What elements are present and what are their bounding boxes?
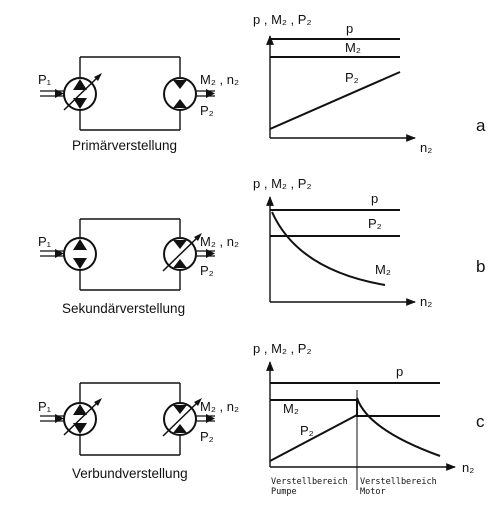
panel-c-y-axis-label: p , M₂ , P₂ xyxy=(253,341,312,356)
panel-b-label-p: p xyxy=(371,191,378,206)
panel-a-pump-symbol xyxy=(40,73,102,111)
panel-c-graph: p , M₂ , P₂ n₂ p M₂ P₂ Verstellbereich P… xyxy=(253,341,474,497)
panel-a-label-p: p xyxy=(346,21,353,36)
panel-a-output-label: M₂ , n₂ xyxy=(200,72,239,87)
panel-b-motor-symbol xyxy=(162,233,215,272)
panel-b-input-label: P₁ xyxy=(38,234,52,249)
panel-b: P₁ M₂ , n₂ P₂ Sekundärverstellung p , M₂… xyxy=(38,176,485,316)
panel-b-caption: Sekundärverstellung xyxy=(62,301,185,316)
panel-b-y-axis-label: p , M₂ , P₂ xyxy=(253,176,312,191)
panel-b-graph: p , M₂ , P₂ n₂ p P₂ M₂ xyxy=(253,176,432,309)
panel-a-curve-p2 xyxy=(269,71,401,130)
panel-c-input-label: P₁ xyxy=(38,399,52,414)
panel-a-y-axis-label: p , M₂ , P₂ xyxy=(253,12,312,27)
panel-c-region-motor-line1: Verstellbereich xyxy=(360,477,437,487)
panel-c: P₁ M₂ , n₂ P₂ Verbundverstellung p , M₂ … xyxy=(38,341,485,497)
panel-b-letter: b xyxy=(476,257,485,276)
panel-a-letter: a xyxy=(476,116,486,135)
panel-a: P₁ M₂ , n₂ P₂ Primärverstellung p , M₂ ,… xyxy=(38,12,486,155)
panel-c-region-pump-line1: Verstellbereich xyxy=(271,477,348,487)
panel-c-curve-p2-rise xyxy=(269,414,358,462)
panel-b-x-axis-label: n₂ xyxy=(420,294,432,309)
panel-c-pump-symbol xyxy=(40,398,102,436)
panel-a-graph: p , M₂ , P₂ n₂ p M₂ P₂ xyxy=(253,12,432,155)
panel-c-x-axis-label: n₂ xyxy=(462,460,474,475)
panel-b-output-label: M₂ , n₂ xyxy=(200,234,239,249)
panel-a-label-p2: P₂ xyxy=(345,70,359,85)
panel-c-output-power-label: P₂ xyxy=(200,429,214,444)
panel-b-label-m2: M₂ xyxy=(375,262,391,277)
panel-c-region-motor-line2: Motor xyxy=(360,487,386,497)
panel-b-output-power-label: P₂ xyxy=(200,263,214,278)
panel-a-label-m2: M₂ xyxy=(345,40,361,55)
panel-c-motor-symbol xyxy=(162,398,215,437)
panel-c-curve-m2 xyxy=(270,399,440,417)
panel-c-label-m2: M₂ xyxy=(283,401,299,416)
panel-c-letter: c xyxy=(476,412,485,431)
panel-c-region-pump-line2: Pumpe xyxy=(271,487,297,497)
panel-b-curve-m2 xyxy=(271,211,386,286)
panel-c-caption: Verbundverstellung xyxy=(72,466,188,481)
panel-a-input-label: P₁ xyxy=(38,72,52,87)
panel-c-curve-m2-decay xyxy=(356,397,441,457)
panel-c-label-p: p xyxy=(396,364,403,379)
panel-b-circuit: P₁ M₂ , n₂ P₂ Sekundärverstellung xyxy=(38,218,239,316)
panel-b-pump-symbol xyxy=(40,237,97,271)
panel-b-label-p2: P₂ xyxy=(368,216,382,231)
panel-a-motor-symbol xyxy=(163,77,215,111)
panel-c-output-label: M₂ , n₂ xyxy=(200,399,239,414)
panel-c-circuit: P₁ M₂ , n₂ P₂ Verbundverstellung xyxy=(38,382,239,481)
panel-a-output-power-label: P₂ xyxy=(200,103,214,118)
panel-a-caption: Primärverstellung xyxy=(72,138,177,153)
panel-a-x-axis-label: n₂ xyxy=(420,140,432,155)
panel-a-circuit: P₁ M₂ , n₂ P₂ Primärverstellung xyxy=(38,56,239,153)
panel-c-label-p2: P₂ xyxy=(300,423,314,438)
